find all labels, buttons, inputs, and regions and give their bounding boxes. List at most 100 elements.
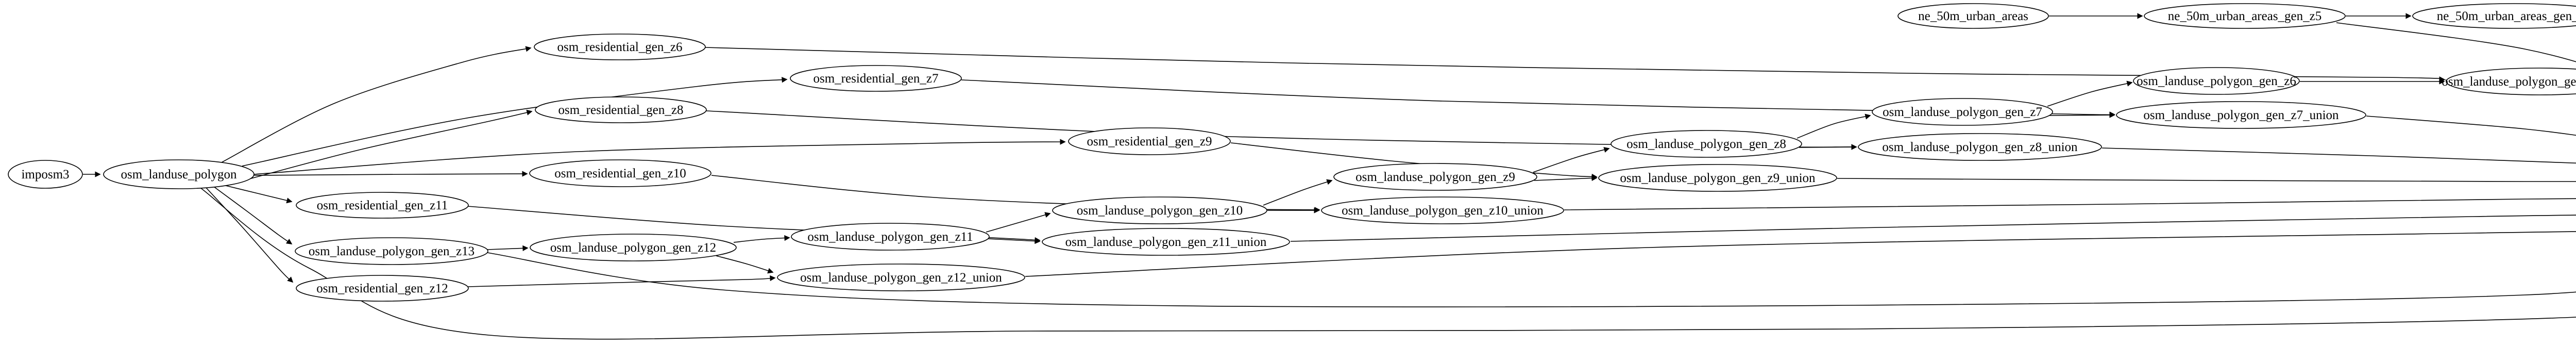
node-osm_landuse_polygon_gen_z12_union: osm_landuse_polygon_gen_z12_union (777, 264, 1025, 291)
edge-osm_landuse_polygon_gen_z13-to-osm_landuse_polygon_gen_z12 (487, 245, 529, 251)
node-ellipse-ne_50m_urban_areas_gen_z4 (2412, 3, 2576, 29)
node-label-osm_landuse_polygon: osm_landuse_polygon (121, 168, 237, 182)
node-label-osm_residential_gen_z8: osm_residential_gen_z8 (558, 103, 684, 117)
edge-osm_landuse_polygon_gen_z13-to-layer_landuse_z13 (487, 252, 2576, 307)
edge-ne_50m_urban_areas_gen_z5-to-layer_landuse_z5 (2336, 22, 2576, 62)
node-ellipse-osm_landuse_polygon_gen_z10 (1052, 196, 1267, 224)
node-label-osm_landuse_polygon_gen_z7_union: osm_landuse_polygon_gen_z7_union (2143, 108, 2339, 122)
node-osm_landuse_polygon_gen_z7: osm_landuse_polygon_gen_z7 (1872, 98, 2053, 126)
node-osm_landuse_polygon_gen_z8: osm_landuse_polygon_gen_z8 (1611, 130, 1802, 158)
node-osm_landuse_polygon_gen_z13: osm_landuse_polygon_gen_z13 (295, 237, 488, 265)
node-osm_landuse_polygon_gen_z7_union: osm_landuse_polygon_gen_z7_union (2116, 101, 2366, 129)
edge-osm_landuse_polygon_gen_z11-to-osm_landuse_polygon_gen_z11_union (987, 238, 1041, 244)
node-label-imposm3: imposm3 (21, 168, 69, 182)
node-osm_landuse_polygon_gen_z10: osm_landuse_polygon_gen_z10 (1052, 196, 1267, 224)
node-label-osm_residential_gen_z6: osm_residential_gen_z6 (557, 40, 683, 54)
node-label-osm_landuse_polygon_gen_z8_union: osm_landuse_polygon_gen_z8_union (1882, 140, 2078, 154)
node-osm_residential_gen_z7: osm_residential_gen_z7 (790, 65, 962, 92)
edge-osm_landuse_polygon_gen_z11-to-osm_landuse_polygon_gen_z10 (986, 212, 1051, 233)
node-ellipse-osm_landuse_polygon_gen_z9_union (1598, 164, 1837, 192)
edge-osm_landuse_polygon_gen_z8-to-osm_landuse_polygon_gen_z7 (1797, 113, 1871, 139)
edge-osm_landuse_polygon_gen_z9-to-osm_landuse_polygon_gen_z8 (1533, 147, 1610, 173)
edge-osm_landuse_polygon_gen_z12-to-osm_landuse_polygon_gen_z11 (733, 235, 790, 243)
edge-osm_landuse_polygon-to-layer_landuse_z14 (200, 188, 2576, 340)
node-osm_landuse_polygon_gen_z6: osm_landuse_polygon_gen_z6 (2133, 67, 2300, 95)
node-osm_residential_gen_z12: osm_residential_gen_z12 (296, 275, 469, 302)
edge-osm_landuse_polygon-to-osm_residential_gen_z8 (247, 109, 533, 180)
node-ellipse-osm_landuse_polygon_gen_z7 (1872, 98, 2053, 126)
node-ne_50m_urban_areas: ne_50m_urban_areas (1897, 3, 2049, 29)
edge-osm_residential_gen_z12-to-osm_landuse_polygon_gen_z12_union (467, 275, 776, 287)
node-label-osm_landuse_polygon_gen_z11: osm_landuse_polygon_gen_z11 (807, 230, 973, 244)
edge-osm_landuse_polygon-to-osm_residential_gen_z9 (253, 139, 1066, 175)
edge-osm_landuse_polygon_gen_z10_union-to-layer_landuse_z10 (1564, 198, 2576, 210)
node-label-osm_residential_gen_z7: osm_residential_gen_z7 (814, 72, 939, 86)
node-label-osm_landuse_polygon_gen_z8: osm_landuse_polygon_gen_z8 (1626, 137, 1786, 151)
node-ellipse-ne_50m_urban_areas_gen_z5 (2144, 3, 2346, 29)
edge-osm_landuse_polygon_gen_z9-to-osm_landuse_polygon_gen_z9_union (1534, 175, 1598, 181)
edge-osm_landuse_polygon-to-osm_residential_gen_z7 (242, 77, 788, 167)
nodes-layer: imposm3 osm_landuse_polygon osm_residentia… (8, 3, 2576, 302)
node-ellipse-osm_landuse_polygon_gen_z6 (2133, 67, 2300, 95)
edge-osm_residential_gen_z6-to-osm_landuse_polygon_gen_z6_union (705, 47, 2445, 83)
node-osm_landuse_polygon_gen_z11_union: osm_landuse_polygon_gen_z11_union (1042, 228, 1290, 256)
node-ellipse-osm_residential_gen_z6 (534, 34, 706, 60)
edge-osm_landuse_polygon_gen_z12_union-to-layer_landuse_z12 (1025, 231, 2576, 277)
node-label-osm_landuse_polygon_gen_z10: osm_landuse_polygon_gen_z10 (1077, 204, 1243, 218)
node-ellipse-osm_landuse_polygon_gen_z8_union (1858, 133, 2102, 161)
node-osm_landuse_polygon_gen_z9_union: osm_landuse_polygon_gen_z9_union (1598, 164, 1837, 192)
edge-osm_landuse_polygon-to-osm_residential_gen_z10 (253, 171, 528, 177)
node-ne_50m_urban_areas_gen_z4: ne_50m_urban_areas_gen_z4 (2412, 3, 2576, 29)
node-label-osm_landuse_polygon_gen_z6: osm_landuse_polygon_gen_z6 (2137, 74, 2296, 88)
node-ellipse-osm_residential_gen_z11 (296, 192, 469, 219)
node-label-osm_landuse_polygon_gen_z12_union: osm_landuse_polygon_gen_z12_union (800, 271, 1002, 285)
node-ellipse-osm_residential_gen_z9 (1068, 127, 1231, 155)
edges-layer (83, 13, 2576, 340)
node-label-osm_landuse_polygon_gen_z7: osm_landuse_polygon_gen_z7 (1883, 105, 2042, 119)
node-label-osm_residential_gen_z10: osm_residential_gen_z10 (554, 167, 686, 180)
node-osm_landuse_polygon_gen_z10_union: osm_landuse_polygon_gen_z10_union (1321, 196, 1564, 224)
edge-osm_landuse_polygon_gen_z7-to-osm_landuse_polygon_gen_z6 (2047, 80, 2133, 107)
node-imposm3: imposm3 (8, 160, 83, 189)
node-label-osm_residential_gen_z12: osm_residential_gen_z12 (316, 282, 448, 295)
edge-osm_landuse_polygon_gen_z7_union-to-layer_landuse_z7 (2366, 116, 2576, 136)
node-label-osm_landuse_polygon_gen_z12: osm_landuse_polygon_gen_z12 (550, 241, 716, 255)
node-osm_landuse_polygon_gen_z12: osm_landuse_polygon_gen_z12 (530, 234, 737, 261)
edge-osm_landuse_polygon-to-osm_residential_gen_z11 (221, 184, 293, 204)
node-osm_landuse_polygon_gen_z6_union: osm_landuse_polygon_gen_z6_union (2442, 68, 2576, 95)
node-label-ne_50m_urban_areas: ne_50m_urban_areas (1918, 9, 2028, 23)
node-ellipse-osm_landuse_polygon_gen_z9 (1333, 163, 1537, 191)
node-label-ne_50m_urban_areas_gen_z5: ne_50m_urban_areas_gen_z5 (2168, 9, 2322, 23)
node-label-osm_landuse_polygon_gen_z9: osm_landuse_polygon_gen_z9 (1355, 170, 1515, 184)
edge-osm_landuse_polygon_gen_z11_union-to-layer_landuse_z11 (1290, 215, 2576, 242)
node-label-osm_residential_gen_z9: osm_residential_gen_z9 (1087, 135, 1212, 149)
node-label-osm_landuse_polygon_gen_z13: osm_landuse_polygon_gen_z13 (309, 244, 474, 258)
edge-osm_landuse_polygon_gen_z8_union-to-layer_landuse_z8 (2102, 147, 2576, 164)
node-label-osm_landuse_polygon_gen_z9_union: osm_landuse_polygon_gen_z9_union (1620, 171, 1816, 185)
edge-osm_landuse_polygon_gen_z10-to-osm_landuse_polygon_gen_z9 (1263, 179, 1333, 206)
node-label-osm_residential_gen_z11: osm_residential_gen_z11 (317, 199, 448, 212)
node-ellipse-ne_50m_urban_areas (1897, 3, 2049, 29)
node-osm_landuse_polygon: osm_landuse_polygon (103, 159, 255, 189)
node-ellipse-osm_residential_gen_z8 (535, 96, 707, 123)
node-osm_residential_gen_z11: osm_residential_gen_z11 (296, 192, 469, 219)
node-osm_landuse_polygon_gen_z8_union: osm_landuse_polygon_gen_z8_union (1858, 133, 2102, 161)
node-ellipse-osm_landuse_polygon_gen_z8 (1611, 130, 1802, 158)
node-ellipse-osm_landuse_polygon (103, 159, 255, 189)
node-label-ne_50m_urban_areas_gen_z4: ne_50m_urban_areas_gen_z4 (2437, 9, 2576, 23)
node-osm_residential_gen_z9: osm_residential_gen_z9 (1068, 127, 1231, 155)
node-ellipse-osm_landuse_polygon_gen_z13 (295, 237, 488, 265)
node-ellipse-osm_landuse_polygon_gen_z6_union (2446, 68, 2576, 95)
node-osm_residential_gen_z8: osm_residential_gen_z8 (535, 96, 707, 123)
edge-osm_landuse_polygon_gen_z7-to-osm_landuse_polygon_gen_z7_union (2048, 112, 2115, 118)
edge-osm_landuse_polygon_gen_z12-to-osm_landuse_polygon_gen_z12_union (716, 255, 774, 274)
node-ellipse-osm_residential_gen_z7 (790, 65, 962, 92)
node-osm_landuse_polygon_gen_z11: osm_landuse_polygon_gen_z11 (791, 223, 990, 251)
node-ellipse-osm_landuse_polygon_gen_z12 (530, 234, 737, 261)
edge-osm_residential_gen_z7-to-osm_landuse_polygon_gen_z7_union (961, 79, 2115, 118)
node-ellipse-osm_landuse_polygon_gen_z10_union (1321, 196, 1564, 224)
edge-osm_landuse_polygon-to-osm_residential_gen_z6 (220, 46, 532, 163)
node-osm_residential_gen_z6: osm_residential_gen_z6 (534, 34, 706, 60)
